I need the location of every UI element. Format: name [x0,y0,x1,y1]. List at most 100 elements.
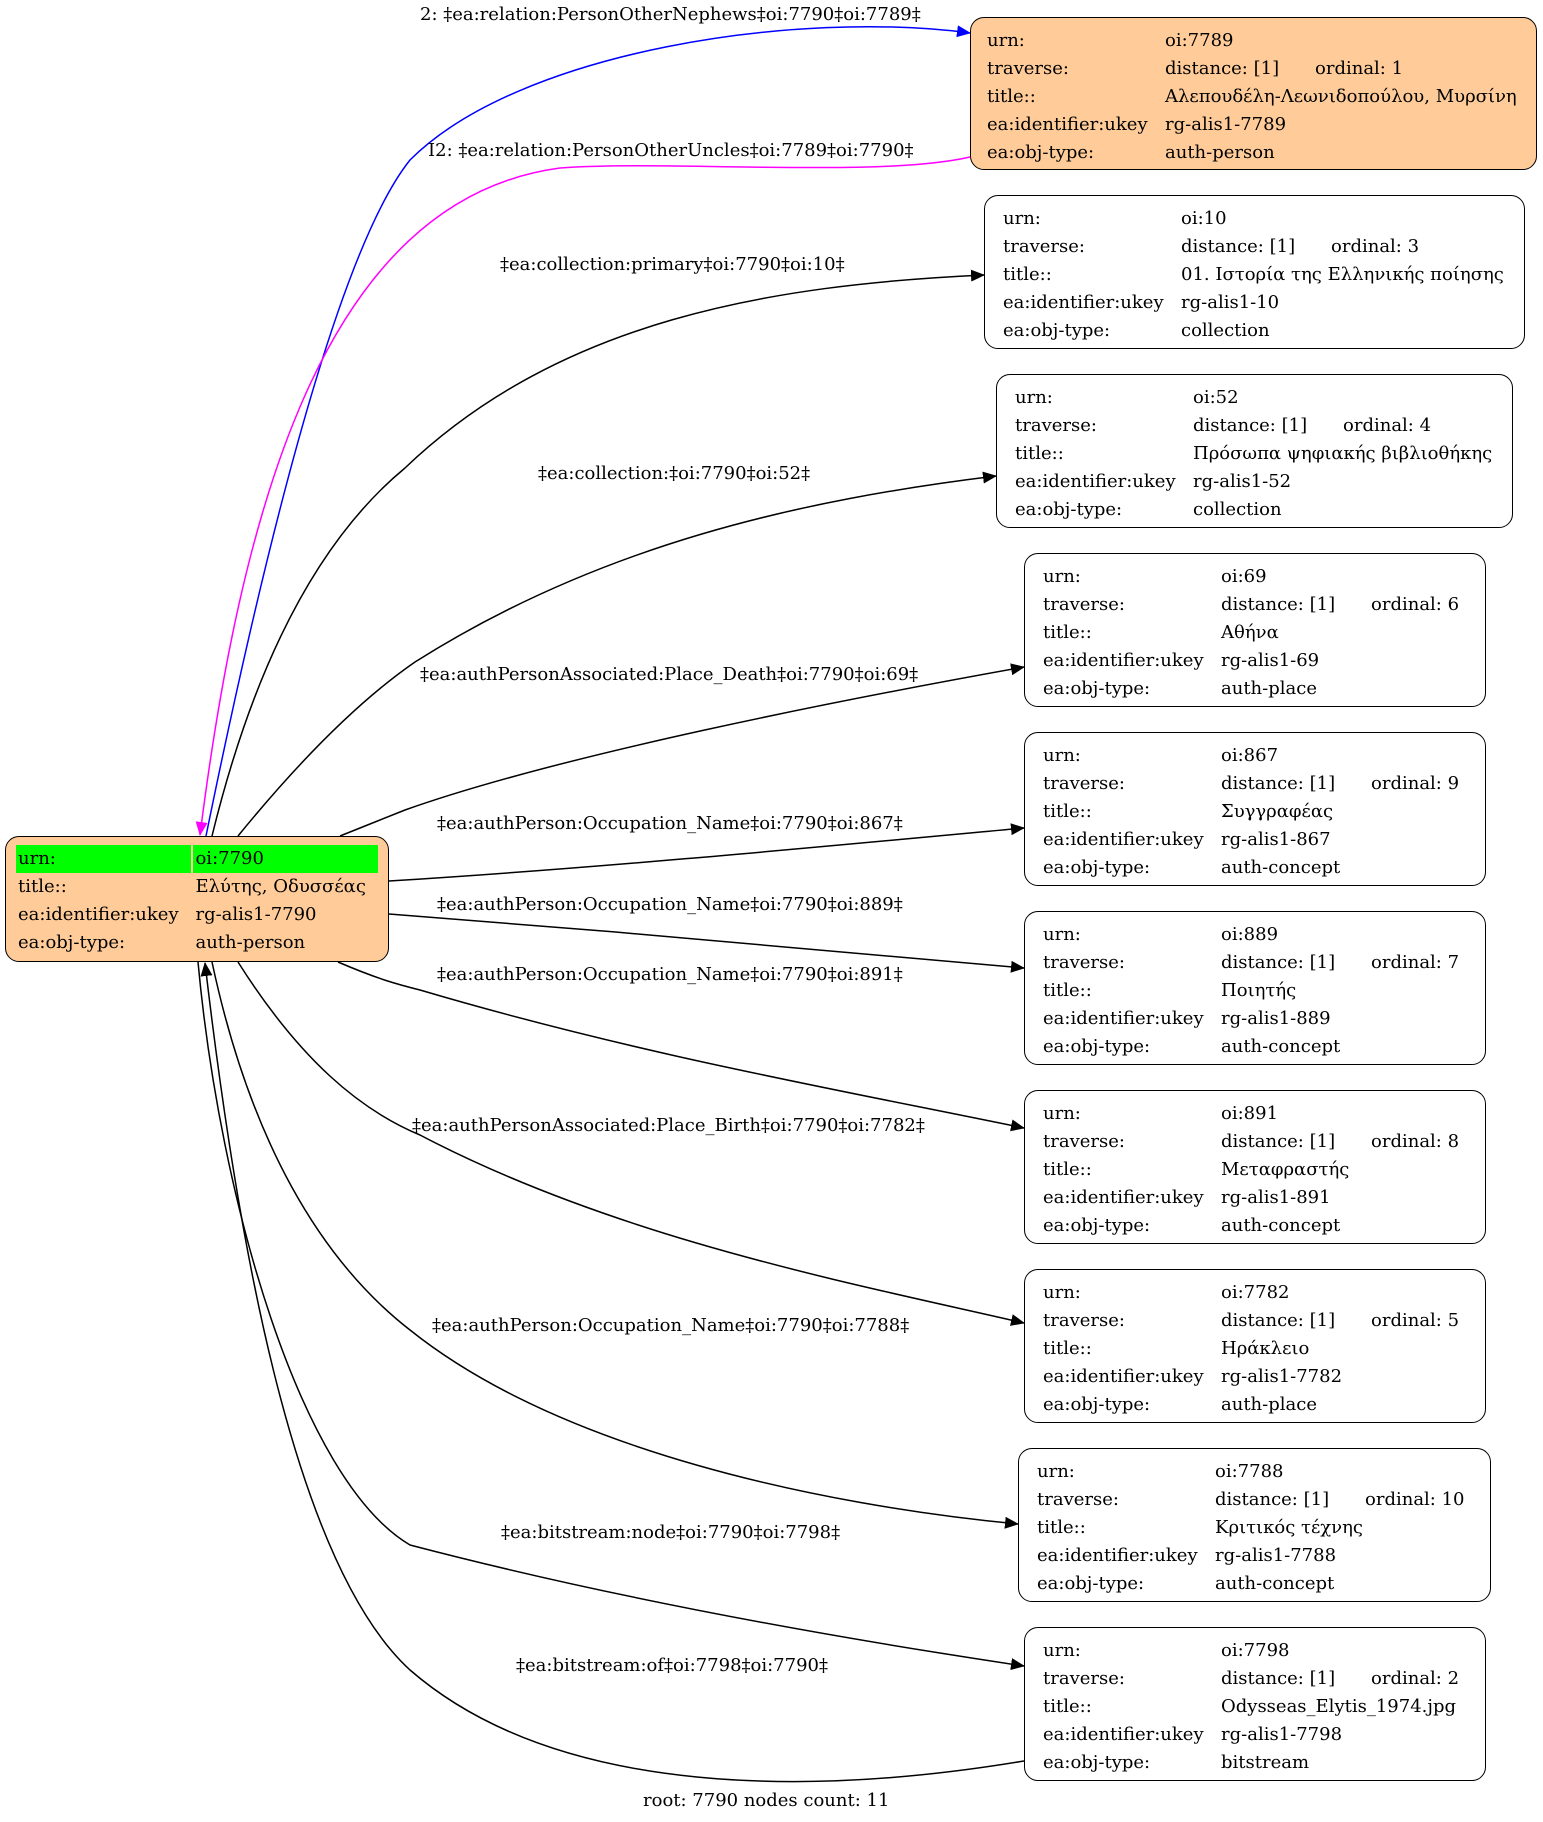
title-value: 01. Ιστορία της Ελληνικής ποίησης [1181,264,1504,285]
node-oi-10[interactable]: urn: oi:10 traverse: distance: [1] ordinal:… [984,195,1525,349]
distance-value: distance: [1] [1221,1131,1336,1152]
edge-label-uncles: I2: ‡ea:relation:PersonOtherUncles‡oi:77… [428,140,914,161]
node-oi-867[interactable]: urn:oi:867 traverse:distance: [1]ordinal… [1024,732,1486,886]
edge-label-occupation-889: ‡ea:authPerson:Occupation_Name‡oi:7790‡o… [437,894,903,915]
edge-occupation-891 [337,961,1025,1132]
urn-value: oi:867 [1221,745,1279,766]
ukey-key: ea:identifier:ukey [1043,1187,1204,1208]
urn-value: oi:69 [1221,566,1267,587]
title-key: title:: [1043,622,1092,643]
edge-place-birth [237,961,1025,1326]
type-value: collection [1181,320,1270,341]
type-value: auth-concept [1215,1573,1335,1594]
root-title-row: title:: Ελύτης, Οδυσσέας [16,873,378,901]
ukey-key: ea:identifier:ukey [1015,471,1176,492]
urn-key: urn: [1015,387,1053,408]
title-key: title:: [1037,1517,1086,1538]
edge-bitstream-node [197,961,1025,1671]
ordinal-value: ordinal: 4 [1343,415,1432,436]
traverse-key: traverse: [1043,594,1125,615]
node-oi-889[interactable]: urn:oi:889 traverse:distance: [1]ordinal… [1024,911,1486,1065]
type-value: auth-place [1221,1394,1317,1415]
ukey-key: ea:identifier:ukey [1043,1366,1204,1387]
type-key: ea:obj-type: [1043,1752,1151,1773]
type-value: auth-concept [1221,857,1341,878]
type-key: ea:obj-type: [1043,678,1151,699]
ukey-value: rg-alis1-69 [1221,650,1320,671]
ukey-value: rg-alis1-52 [1193,471,1292,492]
title-key: title:: [987,86,1036,107]
traverse-key: traverse: [1043,1668,1125,1689]
type-key: ea:obj-type: [1043,1036,1151,1057]
title-key: title:: [1015,443,1064,464]
ukey-value: rg-alis1-10 [1181,292,1280,313]
distance-value: distance: [1] [1193,415,1308,436]
root-node[interactable]: urn: oi:7790 title:: Ελύτης, Οδυσσέας ea… [5,836,389,962]
urn-key: urn: [1043,566,1081,587]
root-ukey-key: ea:identifier:ukey [18,904,179,925]
ordinal-value: ordinal: 3 [1331,236,1420,257]
type-value: auth-concept [1221,1215,1341,1236]
type-key: ea:obj-type: [1037,1573,1145,1594]
distance-value: distance: [1] [1221,952,1336,973]
ukey-key: ea:identifier:ukey [1037,1545,1198,1566]
type-value: bitstream [1221,1752,1310,1773]
ukey-value: rg-alis1-7798 [1221,1724,1343,1745]
title-key: title:: [1043,801,1092,822]
edge-collection-primary [211,269,985,837]
node-oi-7798[interactable]: urn:oi:7798 traverse:distance: [1]ordina… [1024,1627,1486,1781]
urn-value: oi:7798 [1221,1640,1290,1661]
type-key: ea:obj-type: [1003,320,1111,341]
title-value: Ποιητής [1221,980,1297,1001]
distance-value: distance: [1] [1221,594,1336,615]
ukey-key: ea:identifier:ukey [1043,829,1204,850]
traverse-key: traverse: [1037,1489,1119,1510]
title-key: title:: [1043,1696,1092,1717]
root-type-row: ea:obj-type: auth-person [16,929,378,957]
ukey-key: ea:identifier:ukey [1043,1008,1204,1029]
root-title-value: Ελύτης, Οδυσσέας [195,876,366,897]
ukey-key: ea:identifier:ukey [987,114,1148,135]
ukey-key: ea:identifier:ukey [1043,650,1204,671]
edge-label-bitstream-of: ‡ea:bitstream:of‡oi:7798‡oi:7790‡ [516,1655,828,1676]
title-value: Αλεπουδέλη-Λεωνιδοπούλου, Μυρσίνη [1165,86,1517,107]
title-value: Πρόσωπα ψηφιακής βιβλιοθήκης [1193,443,1493,464]
node-oi-52[interactable]: urn: oi:52 traverse: distance: [1] ordinal:… [996,374,1513,528]
ordinal-value: ordinal: 2 [1371,1668,1460,1689]
urn-key: urn: [1043,1103,1081,1124]
traverse-key: traverse: [1015,415,1097,436]
urn-value: oi:10 [1181,208,1227,229]
node-oi-891[interactable]: urn:oi:891 traverse:distance: [1]ordinal… [1024,1090,1486,1244]
urn-key: urn: [1003,208,1041,229]
edge-label-occupation-867: ‡ea:authPerson:Occupation_Name‡oi:7790‡o… [437,813,903,834]
ordinal-value: ordinal: 8 [1371,1131,1460,1152]
node-oi-7789[interactable]: urn:oi:7789 traverse:distance: [1]ordina… [970,17,1537,170]
root-urn-key: urn: [16,845,192,873]
edge-label-occupation-7788: ‡ea:authPerson:Occupation_Name‡oi:7790‡o… [432,1315,910,1336]
title-key: title:: [1003,264,1052,285]
node-oi-7782[interactable]: urn:oi:7782 traverse:distance: [1]ordina… [1024,1269,1486,1423]
type-key: ea:obj-type: [1043,1215,1151,1236]
edge-label-collection-primary: ‡ea:collection:primary‡oi:7790‡oi:10‡ [500,254,845,275]
title-value: Συγγραφέας [1221,801,1334,822]
traverse-key: traverse: [1043,952,1125,973]
edge-occupation-889 [388,913,1025,973]
edge-label-place-death: ‡ea:authPersonAssociated:Place_Death‡oi:… [420,664,919,685]
ukey-value: rg-alis1-7788 [1215,1545,1337,1566]
ukey-value: rg-alis1-867 [1221,829,1331,850]
node-oi-69[interactable]: urn:oi:69 traverse:distance: [1]ordinal:… [1024,553,1486,707]
urn-key: urn: [987,30,1025,51]
distance-value: distance: [1] [1181,236,1296,257]
edge-label-place-birth: ‡ea:authPersonAssociated:Place_Birth‡oi:… [412,1115,925,1136]
ordinal-value: ordinal: 1 [1315,58,1404,79]
root-title-key: title:: [18,876,67,897]
root-type-key: ea:obj-type: [18,932,126,953]
traverse-key: traverse: [1003,236,1085,257]
urn-value: oi:52 [1193,387,1239,408]
type-key: ea:obj-type: [1015,499,1123,520]
node-oi-7788[interactable]: urn:oi:7788 traverse:distance: [1]ordina… [1018,1448,1491,1602]
root-ukey-row: ea:identifier:ukey rg-alis1-7790 [16,901,378,929]
root-urn-value: oi:7790 [193,845,378,873]
ukey-value: rg-alis1-7782 [1221,1366,1343,1387]
